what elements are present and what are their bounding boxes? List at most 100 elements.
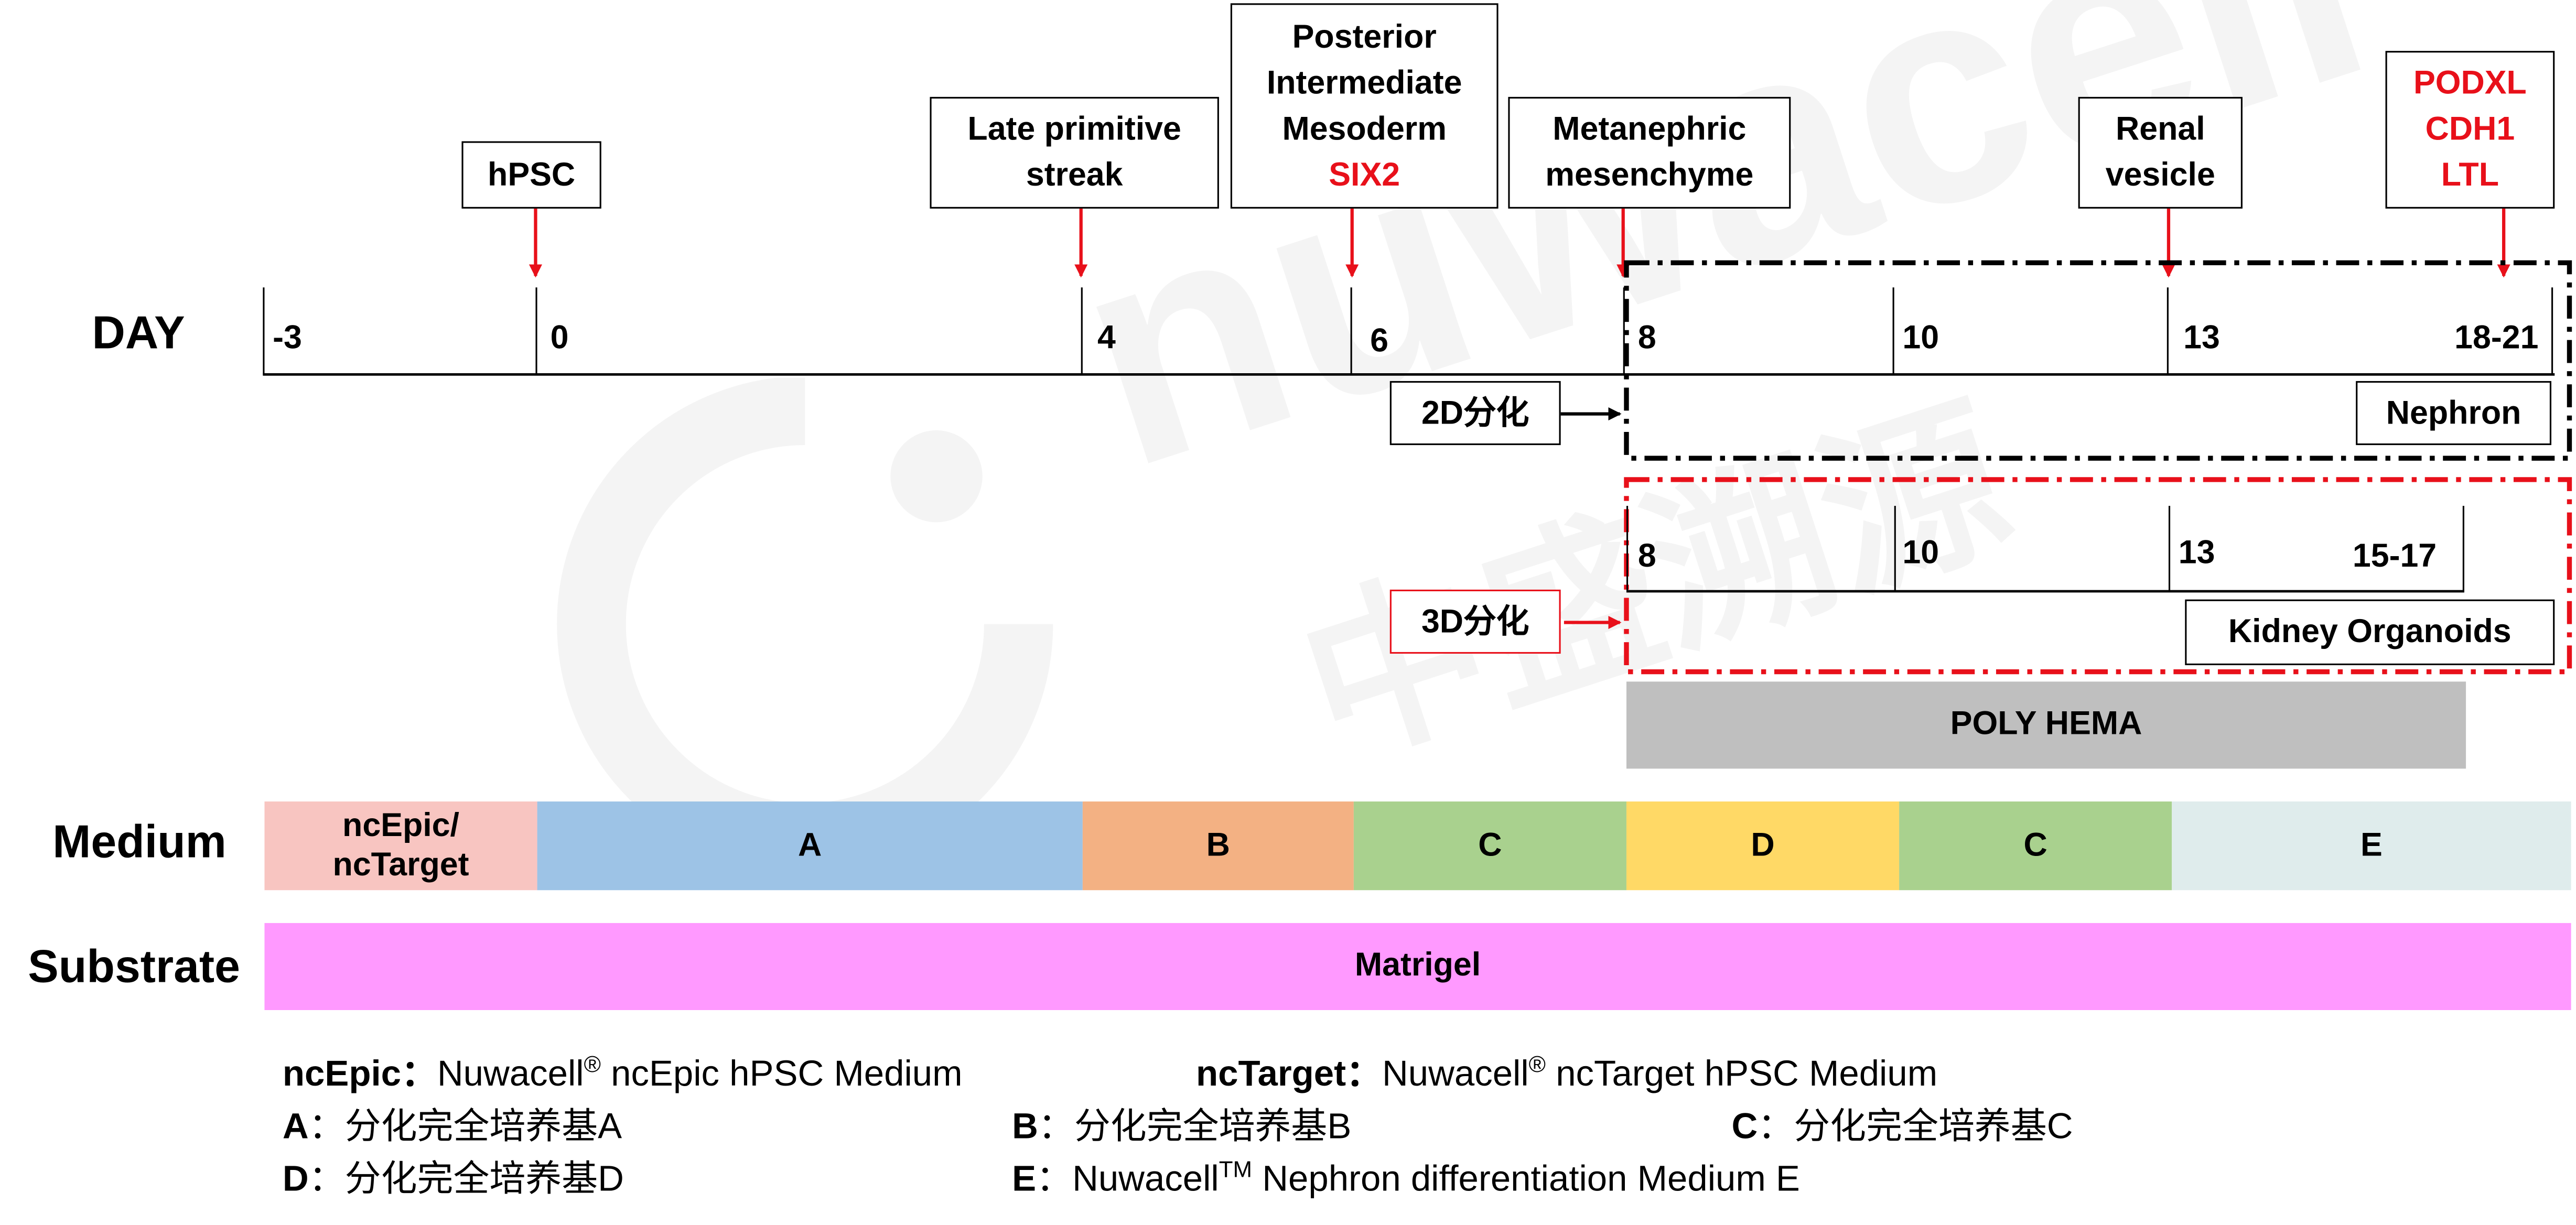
day-tick: [263, 287, 265, 375]
stage-posterior-intermediate-mesoderm: Posterior Intermediate Mesoderm SIX2: [1230, 3, 1499, 209]
legend-text: Nuwacell: [437, 1053, 584, 1094]
stage-arrows: [529, 208, 2510, 278]
legend-sup: ®: [1528, 1050, 1546, 1077]
legend-text: ：分化完全培养基D: [308, 1157, 624, 1199]
legend-text: ：分化完全培养基C: [1758, 1105, 2073, 1147]
legend-key: E: [1012, 1157, 1037, 1199]
day-number-3d: 13: [2178, 535, 2215, 572]
legend-key: C: [1731, 1105, 1758, 1147]
nephron-text: Nephron: [2386, 395, 2521, 431]
day-tick: [2551, 287, 2554, 375]
marker-six2: SIX2: [1329, 157, 1400, 193]
nephron-label: Nephron: [2356, 381, 2552, 446]
substrate-label: Substrate: [28, 941, 240, 992]
stage-hpsc-label: hPSC: [488, 157, 576, 193]
medium-segment-line: ncTarget: [332, 847, 469, 884]
day-number: 10: [1902, 320, 1939, 356]
medium-segment-d: D: [1626, 801, 1900, 891]
legend-b: B：分化完全培养基B: [1012, 1097, 1351, 1150]
medium-segment-c2: C: [1899, 801, 2172, 891]
legend-key: B: [1012, 1105, 1038, 1147]
day-tick: [1350, 287, 1353, 375]
legend-key: ncTarget：: [1196, 1053, 1382, 1094]
day-number: 0: [550, 320, 569, 356]
day-tick: [1623, 287, 1626, 375]
day-tick-3d: [2462, 506, 2465, 591]
day-number: 6: [1370, 323, 1389, 360]
day-tick-3d: [1626, 506, 1629, 591]
stage-hpsc: hPSC: [461, 141, 601, 209]
marker-ltl: LTL: [2441, 157, 2499, 194]
medium-segment-b: B: [1082, 801, 1354, 891]
medium-label: Medium: [52, 816, 227, 868]
stage-metanephric-mesenchyme: Metanephric mesenchyme: [1508, 96, 1791, 209]
medium-segment-line: D: [1751, 828, 1775, 864]
stage-label-line: Intermediate: [1266, 64, 1462, 101]
stage-final-markers: PODXL CDH1 LTL: [2385, 51, 2555, 209]
legend-key: A: [282, 1105, 309, 1147]
day-tick: [2167, 287, 2170, 375]
legend-c: C：分化完全培养基C: [1731, 1097, 2073, 1150]
day-number: 18-21: [2454, 320, 2539, 356]
stage-label-line: mesenchyme: [1545, 157, 1754, 194]
stage-label-line: streak: [1026, 157, 1123, 194]
day-tick: [535, 287, 538, 375]
day-tick: [1081, 287, 1084, 375]
day-number: 8: [1637, 320, 1656, 356]
medium-segment-a: A: [537, 801, 1083, 891]
medium-segment-c1: C: [1353, 801, 1626, 891]
stage-label-line: vesicle: [2105, 157, 2215, 194]
day-number-3d: 15-17: [2352, 538, 2437, 575]
diff-2d-text: 2D分化: [1421, 395, 1529, 431]
watermark-logo: [557, 377, 1053, 871]
day-number: -3: [273, 320, 302, 356]
medium-segment-line: A: [798, 828, 822, 864]
day-number-3d: 8: [1637, 538, 1656, 575]
diff-3d-text: 3D分化: [1421, 603, 1529, 640]
legend-sup: ®: [584, 1050, 601, 1077]
legend-key: ncEpic：: [282, 1053, 437, 1094]
marker-podxl: PODXL: [2413, 66, 2527, 102]
legend-key: D: [282, 1157, 309, 1199]
day-number: 13: [2183, 320, 2220, 356]
legend-text: ：Nuwacell: [1036, 1157, 1219, 1199]
medium-segment-line: ncEpic/: [342, 808, 459, 844]
legend-text: ：分化完全培养基B: [1038, 1105, 1352, 1147]
medium-segment-e: E: [2172, 801, 2571, 891]
stage-late-primitive-streak: Late primitive streak: [930, 96, 1219, 209]
stage-renal-vesicle: Renal vesicle: [2078, 96, 2243, 209]
stage-label-line: Mesoderm: [1282, 111, 1447, 147]
medium-segment-ncepic: ncEpic/ ncTarget: [264, 801, 537, 891]
legend-d: D：分化完全培养基D: [283, 1150, 624, 1202]
poly-hema-bar: POLY HEMA: [1626, 681, 2466, 769]
day-label: DAY: [92, 307, 185, 359]
legend-nctarget: ncTarget：Nuwacell® ncTarget hPSC Medium: [1196, 1045, 1937, 1097]
marker-cdh1: CDH1: [2425, 112, 2515, 148]
legend-a: A：分化完全培养基A: [283, 1097, 622, 1150]
stage-label-line: Posterior: [1292, 19, 1437, 55]
legend-e: E：NuwacellTM Nephron differentiation Med…: [1012, 1150, 1800, 1202]
legend-ncepic: ncEpic：Nuwacell® ncEpic hPSC Medium: [283, 1045, 963, 1097]
diff-2d-label: 2D分化: [1389, 381, 1561, 446]
medium-segment-line: C: [2023, 828, 2047, 864]
day-number: 4: [1097, 320, 1116, 356]
stage-label-line: Metanephric: [1553, 112, 1747, 148]
legend-text: ：分化完全培养基A: [308, 1105, 622, 1147]
legend-text: Nephron differentiation Medium E: [1252, 1157, 1800, 1199]
poly-hema-text: POLY HEMA: [1950, 706, 2142, 743]
kidney-organoids-label: Kidney Organoids: [2185, 599, 2555, 665]
medium-segment-line: E: [2361, 828, 2383, 864]
substrate-matrigel-bar: Matrigel: [264, 923, 2571, 1010]
substrate-matrigel-text: Matrigel: [1354, 947, 1481, 984]
medium-segment-line: B: [1206, 828, 1230, 864]
kidney-organoids-text: Kidney Organoids: [2228, 614, 2512, 651]
day-number-3d: 10: [1902, 535, 1939, 572]
diff-3d-label: 3D分化: [1389, 589, 1561, 654]
legend-text: ncTarget hPSC Medium: [1546, 1053, 1938, 1094]
day-tick-3d: [1894, 506, 1897, 591]
legend-text: Nuwacell: [1382, 1053, 1529, 1094]
stage-label-line: Late primitive: [967, 112, 1181, 148]
stage-label-line: Renal: [2115, 112, 2205, 148]
day-tick-3d: [2168, 506, 2171, 591]
